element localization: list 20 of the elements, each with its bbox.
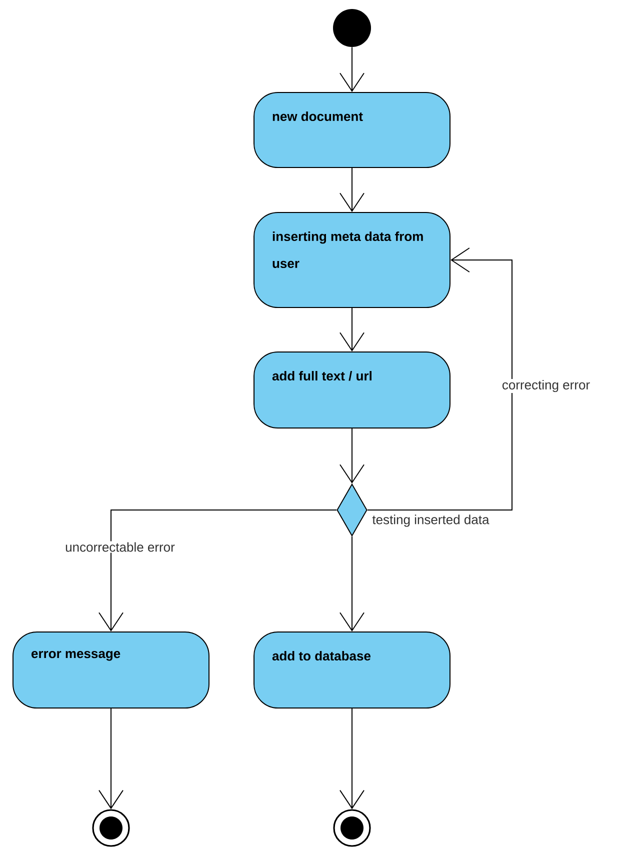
arrow [340,46,364,92]
action-box: add to database [254,632,450,708]
arrow [340,708,364,810]
arrow [367,248,512,510]
action-box: new document [254,92,450,168]
edge-label: uncorrectable error [64,541,176,553]
final-node [333,809,371,847]
final-node [92,809,130,847]
action-box: add full text / url [254,352,450,428]
arrow [98,708,124,810]
arrow [340,168,364,212]
action-box: error message [12,632,210,708]
arrow [340,428,364,484]
arrow [340,308,364,352]
edge-label: correcting error [500,378,592,394]
arrow [98,510,337,632]
action-box: inserting meta data from user [254,212,450,308]
decision-label: testing inserted data [372,514,490,527]
initial-node [333,9,371,47]
arrow [340,536,364,632]
